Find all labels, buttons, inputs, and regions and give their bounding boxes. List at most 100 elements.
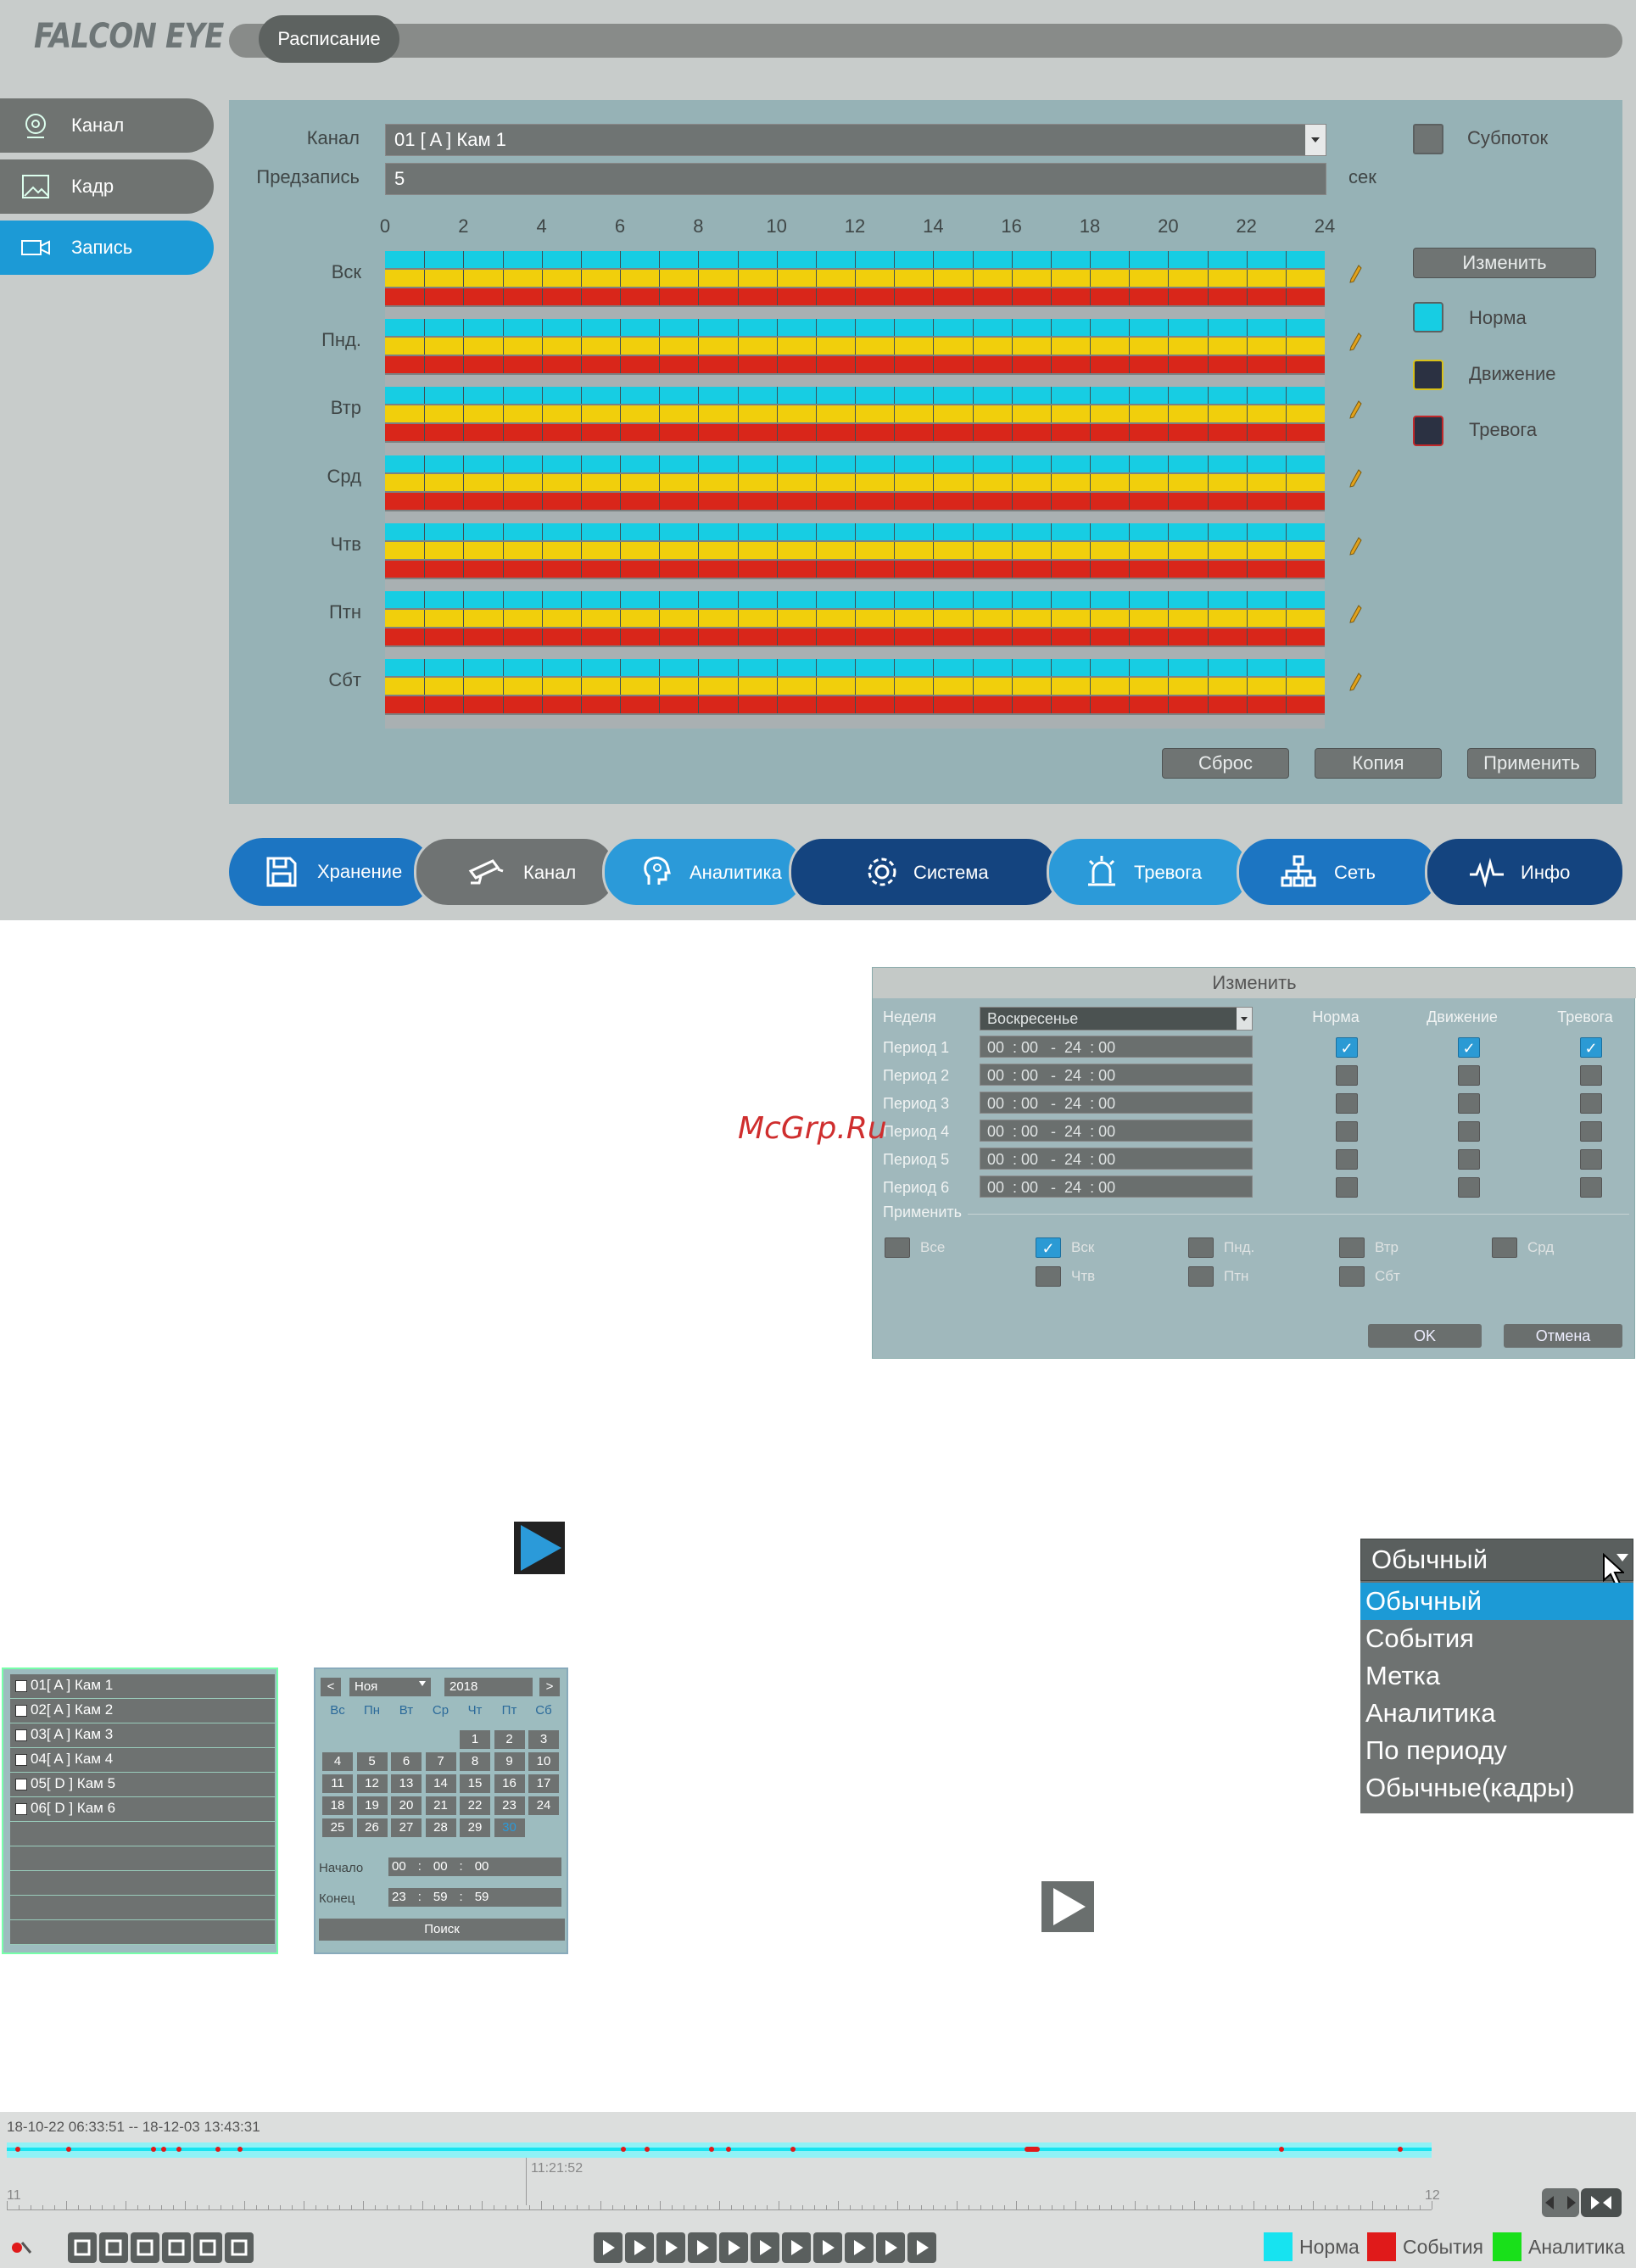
chevron-down-icon[interactable] (1237, 1008, 1252, 1030)
time-cursor[interactable] (526, 2158, 527, 2205)
calendar-day[interactable]: 3 (528, 1730, 559, 1749)
zoom-out-button[interactable] (1542, 2188, 1579, 2217)
week-select[interactable]: Воскресенье (980, 1007, 1253, 1031)
chevron-down-icon[interactable] (419, 1681, 426, 1686)
period-time-input[interactable]: 00 : 00 - 24 : 00 (980, 1064, 1253, 1086)
camera-list-row[interactable]: 04[ A ] Кам 4 (10, 1748, 275, 1773)
month-select[interactable]: Ноя (349, 1678, 431, 1696)
camera-list-row[interactable]: 03[ A ] Кам 3 (10, 1723, 275, 1748)
copy-button[interactable]: Копия (1315, 748, 1442, 779)
nav-analytics[interactable]: Аналитика (602, 836, 806, 908)
camera-list-row[interactable] (10, 1896, 275, 1920)
nav-system[interactable]: Система (789, 836, 1060, 908)
event-marker[interactable] (621, 2147, 626, 2152)
calendar-day[interactable]: 14 (425, 1774, 456, 1793)
pencil-icon[interactable] (1348, 265, 1362, 283)
norma-checkbox[interactable] (1336, 1149, 1358, 1170)
alarm-checkbox[interactable] (1580, 1177, 1602, 1198)
next-month-button[interactable]: > (539, 1678, 560, 1696)
play-button-gray[interactable] (1041, 1881, 1094, 1932)
cancel-button[interactable]: Отмена (1504, 1324, 1622, 1348)
ok-button[interactable]: OK (1368, 1324, 1482, 1348)
flag-icon[interactable] (162, 2232, 191, 2263)
camera-list-row[interactable]: 06[ D ] Кам 6 (10, 1797, 275, 1822)
calendar-day[interactable]: 5 (356, 1752, 388, 1771)
stop-square-icon[interactable] (719, 2232, 748, 2263)
calendar-day[interactable]: 18 (322, 1796, 353, 1815)
folder-icon[interactable] (193, 2232, 222, 2263)
calendar-day[interactable]: 22 (460, 1796, 490, 1815)
day-schedule-row[interactable] (385, 591, 1325, 661)
day-schedule-row[interactable] (385, 319, 1325, 388)
event-marker[interactable] (66, 2147, 71, 2152)
camera-list-row[interactable]: 05[ D ] Кам 5 (10, 1773, 275, 1797)
mode-option[interactable]: По периоду (1365, 1735, 1507, 1765)
calendar-day[interactable]: 20 (391, 1796, 422, 1815)
event-marker[interactable] (645, 2147, 650, 2152)
motion-checkbox[interactable] (1458, 1149, 1480, 1170)
period-time-input[interactable]: 00 : 00 - 24 : 00 (980, 1148, 1253, 1170)
step-forward-icon[interactable] (782, 2232, 811, 2263)
calendar-day[interactable]: 23 (494, 1796, 525, 1815)
nav-alarm[interactable]: Тревога (1047, 836, 1250, 908)
camera-checkbox[interactable] (15, 1803, 27, 1815)
mode-option[interactable]: Обычный (1360, 1583, 1633, 1620)
apply-day-checkbox[interactable] (1492, 1237, 1517, 1258)
calendar-day[interactable]: 12 (356, 1774, 388, 1793)
reset-button[interactable]: Сброс (1162, 748, 1289, 779)
calendar-day[interactable]: 15 (460, 1774, 490, 1793)
event-marker[interactable] (1398, 2147, 1403, 2152)
event-marker[interactable] (237, 2147, 243, 2152)
record-track[interactable] (7, 2142, 1432, 2158)
calendar-day[interactable]: 26 (356, 1818, 388, 1837)
event-marker[interactable] (215, 2147, 221, 2152)
end-time-input[interactable]: 23:59:59 (388, 1888, 561, 1907)
substream-checkbox[interactable] (1413, 124, 1443, 154)
calendar-day[interactable]: 27 (391, 1818, 422, 1837)
event-marker[interactable] (1033, 2147, 1038, 2152)
pause-icon[interactable] (656, 2232, 685, 2263)
norma-checkbox[interactable] (1336, 1121, 1358, 1142)
pencil-icon[interactable] (1348, 332, 1362, 351)
norma-checkbox[interactable] (1336, 1093, 1358, 1114)
period-time-input[interactable]: 00 : 00 - 24 : 00 (980, 1120, 1253, 1142)
apply-day-checkbox[interactable] (1188, 1237, 1214, 1258)
event-marker[interactable] (151, 2147, 156, 2152)
apply-day-checkbox[interactable] (1036, 1266, 1061, 1287)
scissors-icon[interactable] (68, 2232, 97, 2263)
calendar-day[interactable]: 10 (528, 1752, 559, 1771)
edit-button[interactable]: Изменить (1413, 248, 1596, 278)
time-scale[interactable] (7, 2200, 1432, 2210)
pencil-icon[interactable] (1348, 537, 1362, 556)
camera-checkbox[interactable] (15, 1680, 27, 1692)
zoom-icon[interactable] (225, 2232, 254, 2263)
chevron-down-icon[interactable] (1305, 125, 1326, 155)
event-marker[interactable] (709, 2147, 714, 2152)
event-marker[interactable] (176, 2147, 181, 2152)
calendar-day[interactable]: 21 (425, 1796, 456, 1815)
calendar-day[interactable]: 1 (460, 1730, 490, 1749)
mode-select[interactable]: Обычный (1360, 1539, 1633, 1587)
calendar-day[interactable]: 2 (494, 1730, 525, 1749)
camera-list-row[interactable] (10, 1846, 275, 1871)
mode-option[interactable]: Аналитика (1365, 1698, 1496, 1728)
norma-checkbox[interactable]: ✓ (1336, 1037, 1358, 1058)
norma-checkbox[interactable] (1336, 1177, 1358, 1198)
day-schedule-row[interactable] (385, 659, 1325, 729)
sidebar-item-record[interactable]: Запись (0, 221, 214, 275)
prerecord-input[interactable]: 5 (385, 163, 1326, 195)
camera-list-row[interactable] (10, 1920, 275, 1945)
calendar-day[interactable]: 29 (460, 1818, 490, 1837)
apply-button[interactable]: Применить (1467, 748, 1596, 779)
mode-option[interactable]: События (1365, 1623, 1474, 1653)
apply-day-checkbox[interactable] (885, 1237, 910, 1258)
alarm-checkbox[interactable] (1580, 1149, 1602, 1170)
event-marker[interactable] (161, 2147, 166, 2152)
mode-option[interactable]: Метка (1365, 1661, 1441, 1690)
camera-list-row[interactable]: 02[ A ] Кам 2 (10, 1699, 275, 1723)
period-time-input[interactable]: 00 : 00 - 24 : 00 (980, 1092, 1253, 1114)
calendar-day[interactable]: 8 (460, 1752, 490, 1771)
alarm-checkbox[interactable] (1580, 1065, 1602, 1086)
motion-checkbox[interactable] (1458, 1121, 1480, 1142)
alarm-checkbox[interactable]: ✓ (1580, 1037, 1602, 1058)
